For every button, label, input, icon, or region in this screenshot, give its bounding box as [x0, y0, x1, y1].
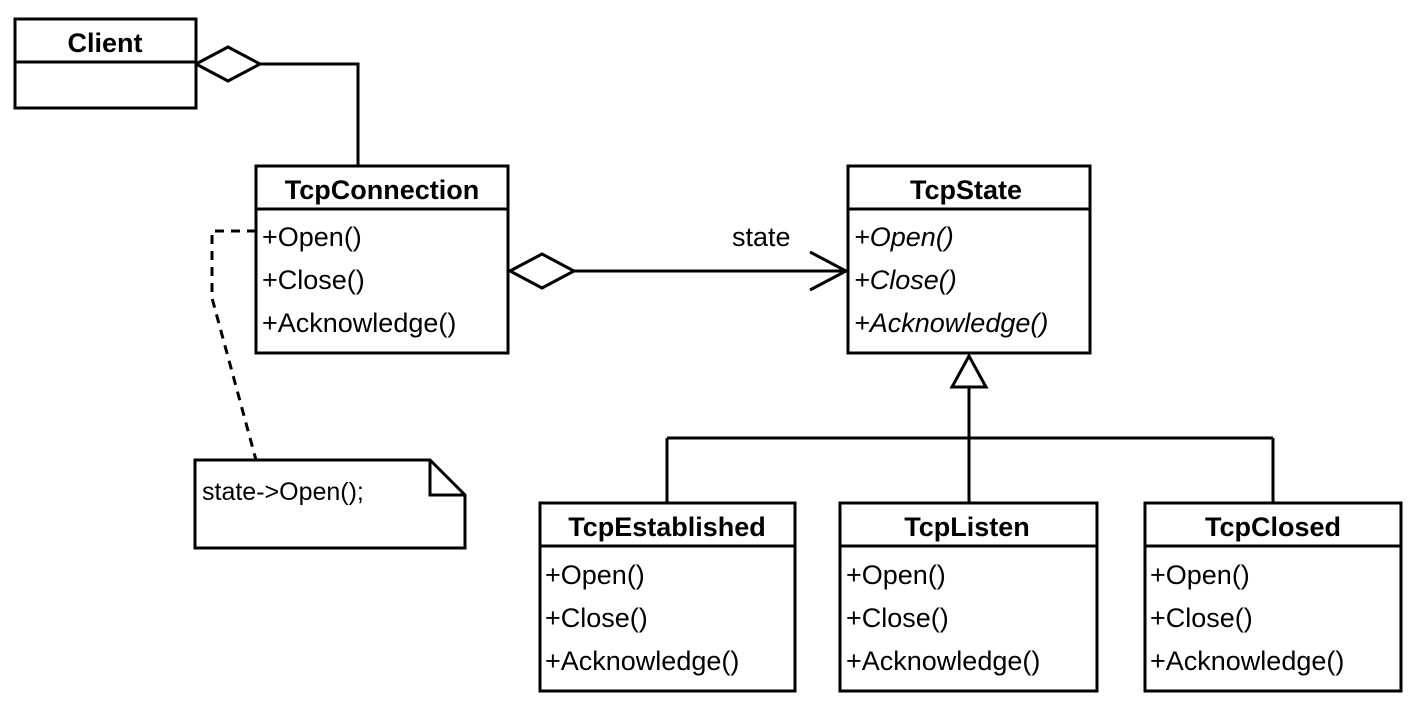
note-connector — [210, 229, 258, 461]
class-tcp-state-box — [846, 164, 1092, 355]
class-tcp-closed-name: TcpClosed — [1205, 512, 1341, 542]
class-tcp-state-name: TcpState — [910, 175, 1022, 205]
class-tcp-connection[interactable]: TcpConnection +Open() +Close() +Acknowle… — [254, 164, 510, 355]
class-tcp-connection-name: TcpConnection — [285, 175, 479, 205]
class-client[interactable]: Client — [13, 17, 198, 110]
tcp-state-op-acknowledge: +Acknowledge() — [854, 308, 1048, 338]
class-tcp-listen[interactable]: TcpListen +Open() +Close() +Acknowledge(… — [838, 501, 1099, 693]
client-connection-aggregation — [192, 45, 360, 166]
class-tcp-established-name: TcpEstablished — [568, 512, 766, 542]
class-tcp-listen-box — [838, 501, 1099, 693]
state-navigability-arrow — [809, 250, 850, 292]
tcp-closed-op-close: +Close() — [1150, 603, 1253, 633]
class-client-name: Client — [67, 28, 142, 58]
class-tcp-established-box — [538, 501, 797, 693]
note-state-open: state->Open(); — [193, 458, 467, 550]
tcp-established-op-acknowledge: +Acknowledge() — [545, 646, 739, 676]
aggregation-diamond — [192, 45, 264, 83]
tcp-established-op-open: +Open() — [545, 560, 645, 590]
tcp-closed-op-acknowledge: +Acknowledge() — [1150, 646, 1344, 676]
class-tcp-closed-box — [1143, 501, 1403, 693]
generalization-triangle — [949, 352, 989, 389]
class-tcp-state[interactable]: TcpState +Open() +Close() +Acknowledge() — [846, 164, 1092, 355]
state-aggregation-diamond — [506, 252, 578, 290]
class-tcp-established[interactable]: TcpEstablished +Open() +Close() +Acknowl… — [538, 501, 797, 693]
note-text: state->Open(); — [202, 478, 364, 506]
connection-state-aggregation: state — [506, 222, 850, 292]
tcp-listen-op-acknowledge: +Acknowledge() — [846, 646, 1040, 676]
tcp-state-op-close: +Close() — [854, 265, 957, 295]
tcp-connection-op-close: +Close() — [262, 265, 365, 295]
association-label-state: state — [732, 222, 791, 252]
generalization-tree — [665, 352, 1275, 503]
tcp-listen-op-close: +Close() — [846, 603, 949, 633]
class-tcp-closed[interactable]: TcpClosed +Open() +Close() +Acknowledge(… — [1143, 501, 1403, 693]
tcp-listen-op-open: +Open() — [846, 560, 946, 590]
note-folded-corner — [428, 460, 465, 497]
tcp-connection-op-acknowledge: +Acknowledge() — [262, 308, 456, 338]
note-shape — [193, 458, 467, 550]
note-dashed-line — [210, 229, 258, 461]
tcp-connection-op-open: +Open() — [262, 222, 362, 252]
tcp-closed-op-open: +Open() — [1150, 560, 1250, 590]
class-tcp-listen-name: TcpListen — [904, 512, 1030, 542]
tcp-state-op-open: +Open() — [854, 222, 954, 252]
aggregation-line — [260, 62, 360, 166]
class-tcp-connection-box — [254, 164, 510, 355]
tcp-established-op-close: +Close() — [545, 603, 648, 633]
